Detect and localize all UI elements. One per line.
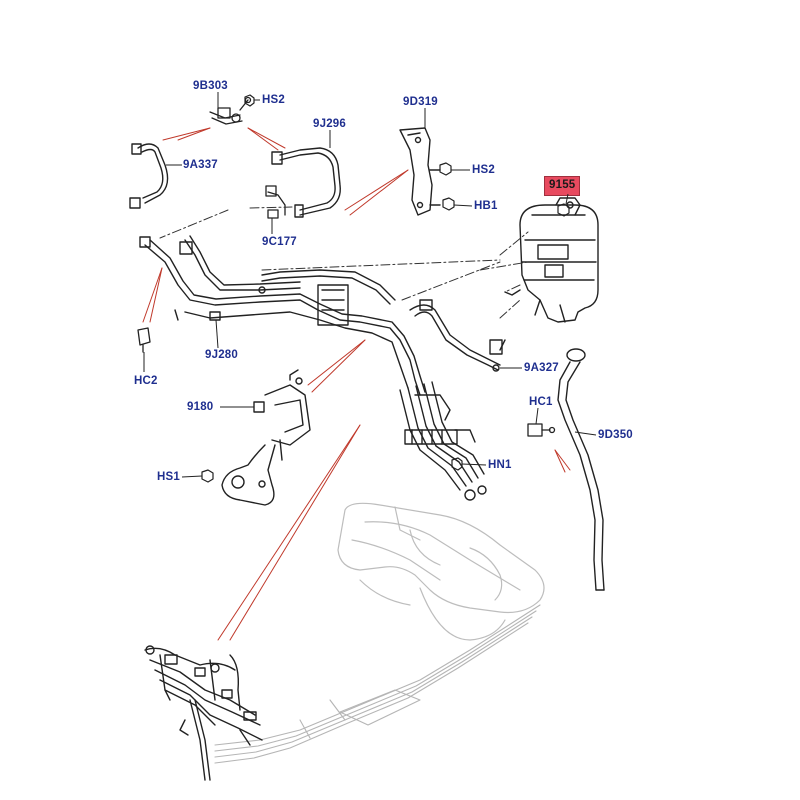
callout-9C177[interactable]: 9C177 [262,236,297,248]
callout-9A337[interactable]: 9A337 [183,159,218,171]
part-9J296-hose [271,147,341,218]
part-9A327-hose [409,299,506,372]
callout-HC2[interactable]: HC2 [134,375,158,387]
engine-bay-harness [144,645,263,781]
chassis-lines [214,604,541,764]
callout-9A327[interactable]: 9A327 [524,362,559,374]
callout-HB1[interactable]: HB1 [474,200,498,212]
part-HC1-clip [527,423,556,437]
part-9D319-bracket [399,127,441,216]
callout-9J296[interactable]: 9J296 [313,118,346,130]
part-9C177-fitting [265,185,286,219]
callout-9180[interactable]: 9180 [187,401,214,413]
part-9155-canister [504,197,599,323]
callout-HN1[interactable]: HN1 [488,459,512,471]
callout-9B303[interactable]: 9B303 [193,80,228,92]
center-line-pack [399,381,487,501]
callout-HC1[interactable]: HC1 [529,396,553,408]
part-9J280-hose-bundle [139,235,426,396]
callout-9D350[interactable]: 9D350 [598,429,633,441]
part-HC2-clip [137,327,151,353]
assembly-dash-lines [159,206,529,319]
callout-9J280[interactable]: 9J280 [205,349,238,361]
callout-HS2-top[interactable]: HS2 [262,94,285,106]
red-leader-lines [142,127,571,641]
part-9D350-hose [557,348,605,591]
fuel-tank-background [337,502,545,641]
fasteners [201,94,570,483]
callout-HS1[interactable]: HS1 [157,471,180,483]
part-9180-bracket [221,369,311,506]
callout-HS2-right[interactable]: HS2 [472,164,495,176]
callout-9155[interactable]: 9155 [544,176,581,196]
part-9B303-fitting [209,96,252,125]
part-9A337-hose [129,143,169,209]
callout-9D319[interactable]: 9D319 [403,96,438,108]
